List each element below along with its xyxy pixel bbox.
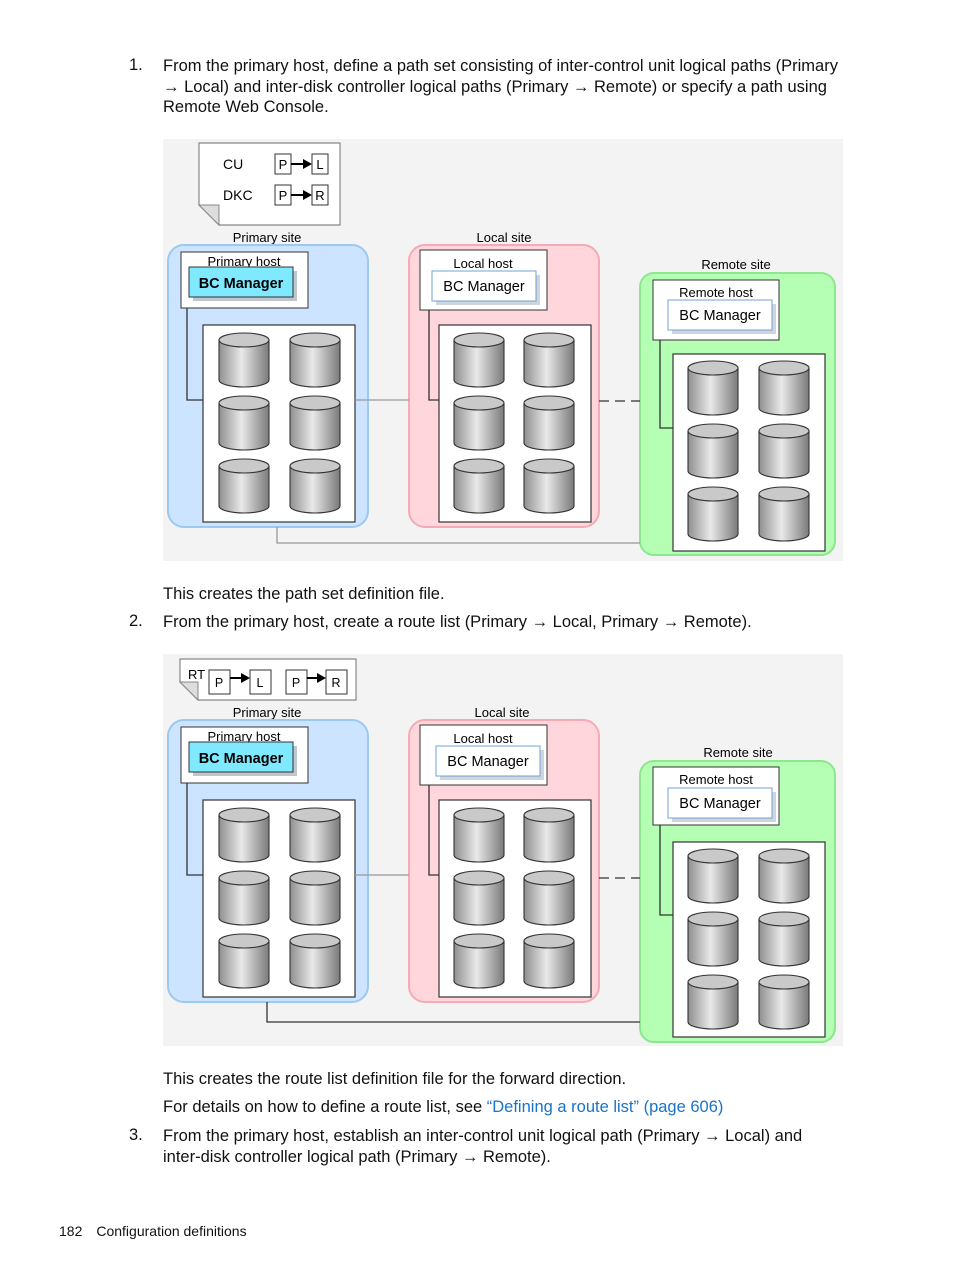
disk-cylinder-icon (289, 458, 341, 514)
legend-cu-from: P (279, 157, 288, 172)
local-site: Local site Local host BC Manager (408, 230, 600, 528)
disk-cylinder-icon (758, 360, 810, 416)
primary-site-label: Primary site (233, 705, 302, 720)
disk-cylinder-icon (289, 332, 341, 388)
legend-rt-b-to: R (331, 676, 340, 690)
disk-cylinder-icon (218, 458, 270, 514)
legend-rt-b-from: P (292, 676, 300, 690)
defining-route-list-link[interactable]: “Defining a route list” (page 606) (486, 1098, 724, 1116)
disk-cylinder-icon (218, 395, 270, 451)
disk-cylinder-icon (523, 458, 575, 514)
disk-cylinder-icon (453, 933, 505, 989)
disk-cylinder-icon (758, 974, 810, 1030)
disk-cylinder-icon (218, 807, 270, 863)
disk-cylinder-icon (218, 332, 270, 388)
route-legend: RT P L P R (178, 658, 357, 702)
disk-cylinder-icon (453, 395, 505, 451)
disk-cylinder-icon (758, 423, 810, 479)
legend-rt-a-to: L (257, 676, 264, 690)
disk-cylinder-icon (523, 395, 575, 451)
disk-cylinder-icon (523, 933, 575, 989)
remote-bc-manager: BC Manager (679, 796, 761, 812)
step-2-detail-prefix: For details on how to define a route lis… (163, 1098, 487, 1116)
primary-bc-manager: BC Manager (199, 276, 284, 292)
legend-dkc-label: DKC (223, 187, 253, 203)
disk-cylinder-icon (758, 486, 810, 542)
remote-site: Remote site Remote host BC Manager (639, 257, 836, 556)
remote-site-label: Remote site (703, 745, 772, 760)
disk-cylinder-icon (758, 848, 810, 904)
step-2-detail: For details on how to define a route lis… (163, 1097, 883, 1118)
disk-cylinder-icon (218, 870, 270, 926)
disk-cylinder-icon (523, 870, 575, 926)
step-3-number: 3. (129, 1126, 143, 1144)
step-3-line-2: inter-disk controller logical path (Prim… (163, 1147, 551, 1166)
disk-cylinder-icon (687, 974, 739, 1030)
path-set-diagram: CU P L DKC P R Primary site Primary host… (163, 139, 843, 561)
disk-cylinder-icon (289, 933, 341, 989)
step-1-line-1: From the primary host, define a path set… (163, 57, 838, 75)
remote-site: Remote site Remote host BC Manager (639, 745, 836, 1043)
disk-cylinder-icon (687, 911, 739, 967)
step-1-note: This creates the path set definition fil… (163, 585, 445, 603)
primary-host-label: Primary host (208, 729, 281, 744)
route-list-diagram: RT P L P R Primary site Primary host BC … (163, 654, 843, 1046)
local-bc-manager: BC Manager (443, 279, 525, 295)
disk-cylinder-icon (289, 807, 341, 863)
local-bc-manager: BC Manager (447, 754, 529, 770)
step-2-text: From the primary host, create a route li… (163, 613, 752, 631)
primary-site: Primary site Primary host BC Manager (167, 230, 369, 528)
disk-cylinder-icon (687, 423, 739, 479)
local-host-label: Local host (453, 256, 513, 271)
legend-rt-label: RT (188, 667, 205, 682)
local-site-label: Local site (475, 705, 530, 720)
disk-cylinder-icon (218, 933, 270, 989)
primary-site: Primary site Primary host BC Manager (167, 705, 369, 1003)
remote-bc-manager: BC Manager (679, 308, 761, 324)
legend-rt-a-from: P (215, 676, 223, 690)
primary-bc-manager: BC Manager (199, 751, 284, 767)
page-footer: 182 Configuration definitions (59, 1223, 247, 1239)
step-2-note: This creates the route list definition f… (163, 1070, 627, 1088)
section-title: Configuration definitions (96, 1223, 247, 1239)
disk-cylinder-icon (453, 332, 505, 388)
remote-host-label: Remote host (679, 772, 753, 787)
step-1-line-3: Remote Web Console. (163, 98, 329, 116)
primary-host-label: Primary host (208, 254, 281, 269)
step-3-line-1: From the primary host, establish an inte… (163, 1127, 803, 1145)
legend-cu-to: L (316, 157, 323, 172)
step-1-text: From the primary host, define a path set… (163, 56, 883, 118)
disk-cylinder-icon (453, 458, 505, 514)
disk-cylinder-icon (687, 848, 739, 904)
path-legend: CU P L DKC P R (197, 142, 341, 227)
disk-cylinder-icon (687, 486, 739, 542)
disk-cylinder-icon (289, 870, 341, 926)
remote-site-label: Remote site (701, 257, 770, 272)
legend-dkc-to: R (315, 188, 324, 203)
step-3-text: From the primary host, establish an inte… (163, 1126, 883, 1167)
disk-cylinder-icon (453, 807, 505, 863)
remote-host-label: Remote host (679, 285, 753, 300)
disk-cylinder-icon (687, 360, 739, 416)
disk-cylinder-icon (523, 332, 575, 388)
step-1-number: 1. (129, 56, 143, 74)
disk-cylinder-icon (758, 911, 810, 967)
primary-site-label: Primary site (233, 230, 302, 245)
disk-cylinder-icon (523, 807, 575, 863)
disk-cylinder-icon (453, 870, 505, 926)
legend-cu-label: CU (223, 156, 243, 172)
local-host-label: Local host (453, 731, 513, 746)
disk-cylinder-icon (289, 395, 341, 451)
local-site: Local site Local host BC Manager (408, 705, 600, 1003)
step-2-number: 2. (129, 612, 143, 630)
page-number: 182 (59, 1223, 83, 1239)
step-1-line-2: → Local) and inter-disk controller logic… (163, 77, 827, 96)
local-site-label: Local site (477, 230, 532, 245)
legend-dkc-from: P (279, 188, 288, 203)
